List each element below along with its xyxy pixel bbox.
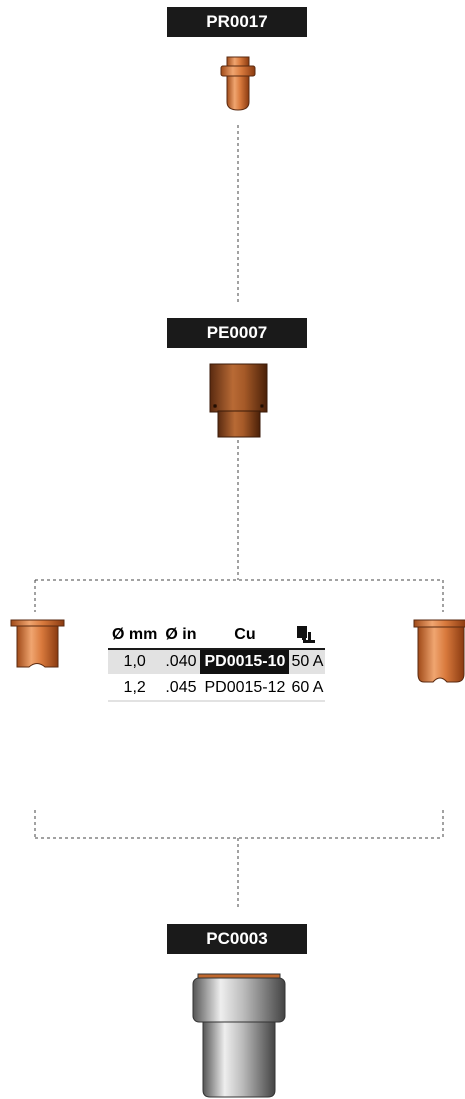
cap-drawing bbox=[192, 973, 286, 1098]
cell-diameter-mm: 1,0 bbox=[108, 649, 162, 677]
table-header-row: Ø mm Ø in Cu bbox=[108, 622, 326, 651]
header-diameter-mm: Ø mm bbox=[108, 622, 162, 651]
cell-diameter-mm: 1,2 bbox=[108, 675, 162, 703]
cell-amperage: 60 A bbox=[289, 675, 326, 703]
connector-lines bbox=[34, 125, 444, 910]
part-label-electrode: PE0007 bbox=[167, 318, 307, 348]
electrode-drawing bbox=[209, 363, 268, 438]
table-row: 1,2 .045 PD0015-12 60 A bbox=[108, 675, 326, 703]
nozzle-right-drawing bbox=[413, 619, 465, 683]
header-material: Cu bbox=[200, 622, 290, 651]
table-row: 1,0 .040 PD0015-10 50 A bbox=[108, 649, 326, 677]
stack-icon bbox=[297, 626, 316, 643]
cell-diameter-in: .040 bbox=[161, 649, 201, 677]
nozzle-left-drawing bbox=[10, 619, 65, 668]
header-diameter-in: Ø in bbox=[161, 622, 201, 651]
part-label-cap: PC0003 bbox=[167, 924, 307, 954]
retaining-cap-drawing bbox=[220, 56, 256, 111]
cell-amperage: 50 A bbox=[289, 649, 326, 677]
nozzle-spec-table: Ø mm Ø in Cu 1,0 .040 PD0015-10 50 A 1,2… bbox=[108, 622, 326, 703]
cell-part-code: PD0015-10 bbox=[200, 649, 290, 677]
header-quantity bbox=[289, 622, 326, 651]
cell-diameter-in: .045 bbox=[161, 675, 201, 703]
part-label-retaining-cap: PR0017 bbox=[167, 7, 307, 37]
cell-part-code: PD0015-12 bbox=[200, 675, 290, 703]
